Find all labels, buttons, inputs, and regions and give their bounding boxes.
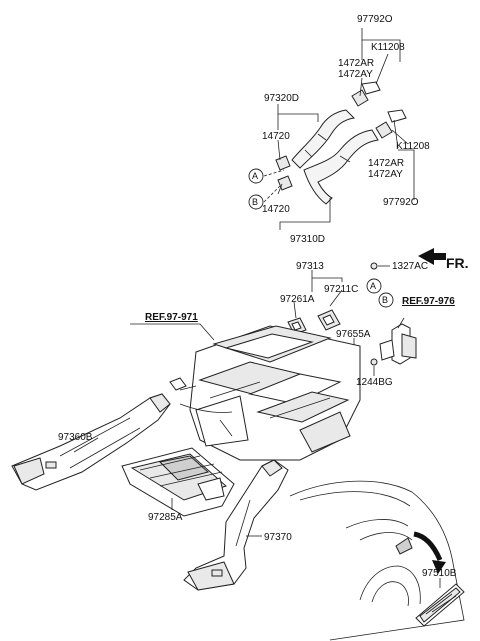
label-97285A: 97285A (148, 512, 183, 523)
callout-a-top (248, 168, 264, 184)
label-K11208-top: K11208 (371, 42, 405, 53)
label-14720-bot: 14720 (262, 204, 290, 215)
duct-97370 (183, 459, 289, 591)
cover-97285A (121, 447, 235, 517)
callout-a-top-text: A (252, 171, 258, 181)
label-1472AR-mid: 1472AR (368, 158, 404, 169)
label-1472AY-top: 1472AY (338, 69, 373, 80)
callout-a-mid (366, 278, 382, 294)
hvac-unit (169, 325, 361, 461)
car-outline (289, 480, 465, 641)
label-97320D: 97320D (264, 93, 299, 104)
label-1327AC: 1327AC (392, 261, 428, 272)
label-1472AY-mid: 1472AY (368, 169, 403, 180)
label-97370: 97370 (264, 532, 292, 543)
callout-b-top (248, 194, 264, 210)
label-97792O-mid: 97792O (383, 197, 419, 208)
label-ref-97-976: REF.97-976 (402, 296, 455, 307)
label-97310D: 97310D (290, 234, 325, 245)
front-arrow-icon (418, 248, 446, 265)
label-1472AR-top: 1472AR (338, 58, 374, 69)
label-97313: 97313 (296, 261, 324, 272)
label-97360B: 97360B (58, 432, 93, 443)
label-ref-97-971: REF.97-971 (145, 312, 198, 323)
hose-97310D (303, 129, 379, 205)
clamp-1472-mid (375, 109, 407, 139)
label-front: FR. (446, 255, 469, 271)
label-K11208-mid: K11208 (396, 141, 430, 152)
label-97510B: 97510B (422, 568, 457, 579)
clamp-14720-top (275, 155, 291, 171)
hose-97320D (291, 109, 356, 169)
clamp-1472-top (351, 81, 381, 107)
gasket-97211C (317, 309, 341, 331)
screw-1327AC (370, 262, 390, 270)
label-97792O-top: 97792O (357, 14, 393, 25)
callout-a-mid-text: A (370, 281, 376, 291)
callout-b-mid-text: B (382, 295, 388, 305)
callout-b-top-text: B (252, 197, 258, 207)
callout-b-mid (378, 292, 394, 308)
arrow-to-97510B (413, 531, 446, 574)
bolt-1244BG (370, 358, 378, 376)
label-1244BG: 1244BG (356, 377, 393, 388)
label-97261A: 97261A (280, 294, 315, 305)
label-14720-top: 14720 (262, 131, 290, 142)
connector-ref-976 (379, 323, 417, 365)
grille-97510B (415, 583, 465, 627)
label-97655A: 97655A (336, 329, 371, 340)
label-97211C: 97211C (324, 284, 358, 295)
